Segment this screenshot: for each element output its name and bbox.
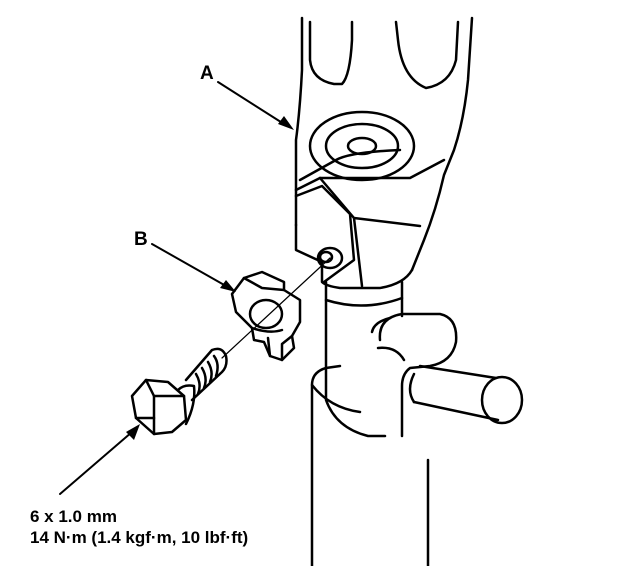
fastener-spec: 6 x 1.0 mm 14 N·m (1.4 kgf·m, 10 lbf·ft) xyxy=(30,506,248,548)
callout-a-label: A xyxy=(200,63,214,84)
flange-bolt xyxy=(130,347,228,436)
bolt-size-label: 6 x 1.0 mm xyxy=(30,507,117,526)
lower-shaft xyxy=(310,280,430,566)
callout-b-label: B xyxy=(134,229,148,250)
bracket-clip xyxy=(230,270,302,362)
leader-b xyxy=(151,243,236,292)
column-housing xyxy=(294,16,474,290)
leader-a xyxy=(217,81,294,130)
alignment-line xyxy=(221,257,331,359)
torque-label: 14 N·m (1.4 kgf·m, 10 lbf·ft) xyxy=(30,528,249,547)
pivot-lever xyxy=(370,312,524,438)
leader-bolt xyxy=(59,424,140,495)
